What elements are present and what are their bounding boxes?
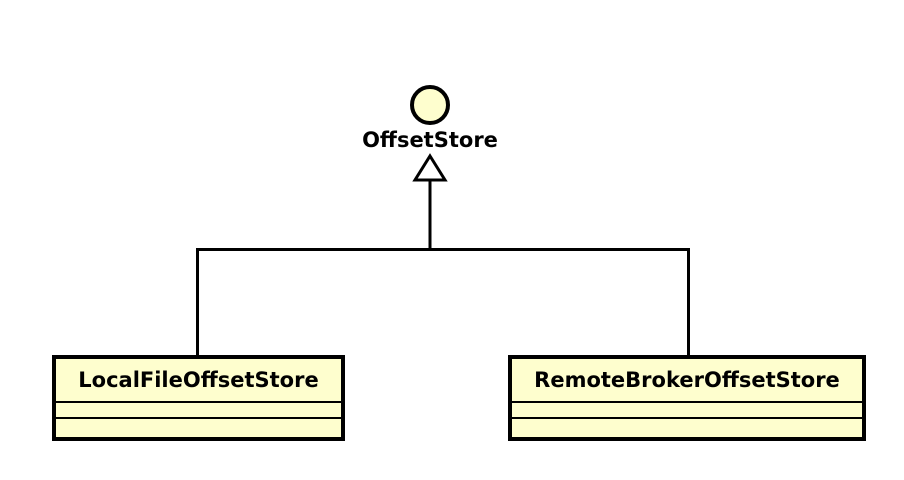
class-compartment-divider	[56, 417, 341, 419]
class-methods-compartment	[512, 419, 862, 437]
class-node-localfileoffsetstore[interactable]: LocalFileOffsetStore	[52, 355, 345, 441]
class-attributes-compartment	[512, 403, 862, 417]
class-compartment-divider	[56, 401, 341, 403]
class-title: RemoteBrokerOffsetStore	[534, 368, 840, 392]
class-methods-compartment	[56, 419, 341, 437]
hollow-triangle-arrow-icon	[412, 153, 448, 182]
class-compartment-divider	[512, 401, 862, 403]
class-node-remotebrokeroffsetstore[interactable]: RemoteBrokerOffsetStore	[508, 355, 866, 441]
interface-circle-icon	[410, 85, 450, 125]
class-attributes-compartment	[56, 403, 341, 417]
class-compartment-divider	[512, 417, 862, 419]
class-title: LocalFileOffsetStore	[78, 368, 319, 392]
interface-label: OffsetStore	[362, 128, 498, 152]
